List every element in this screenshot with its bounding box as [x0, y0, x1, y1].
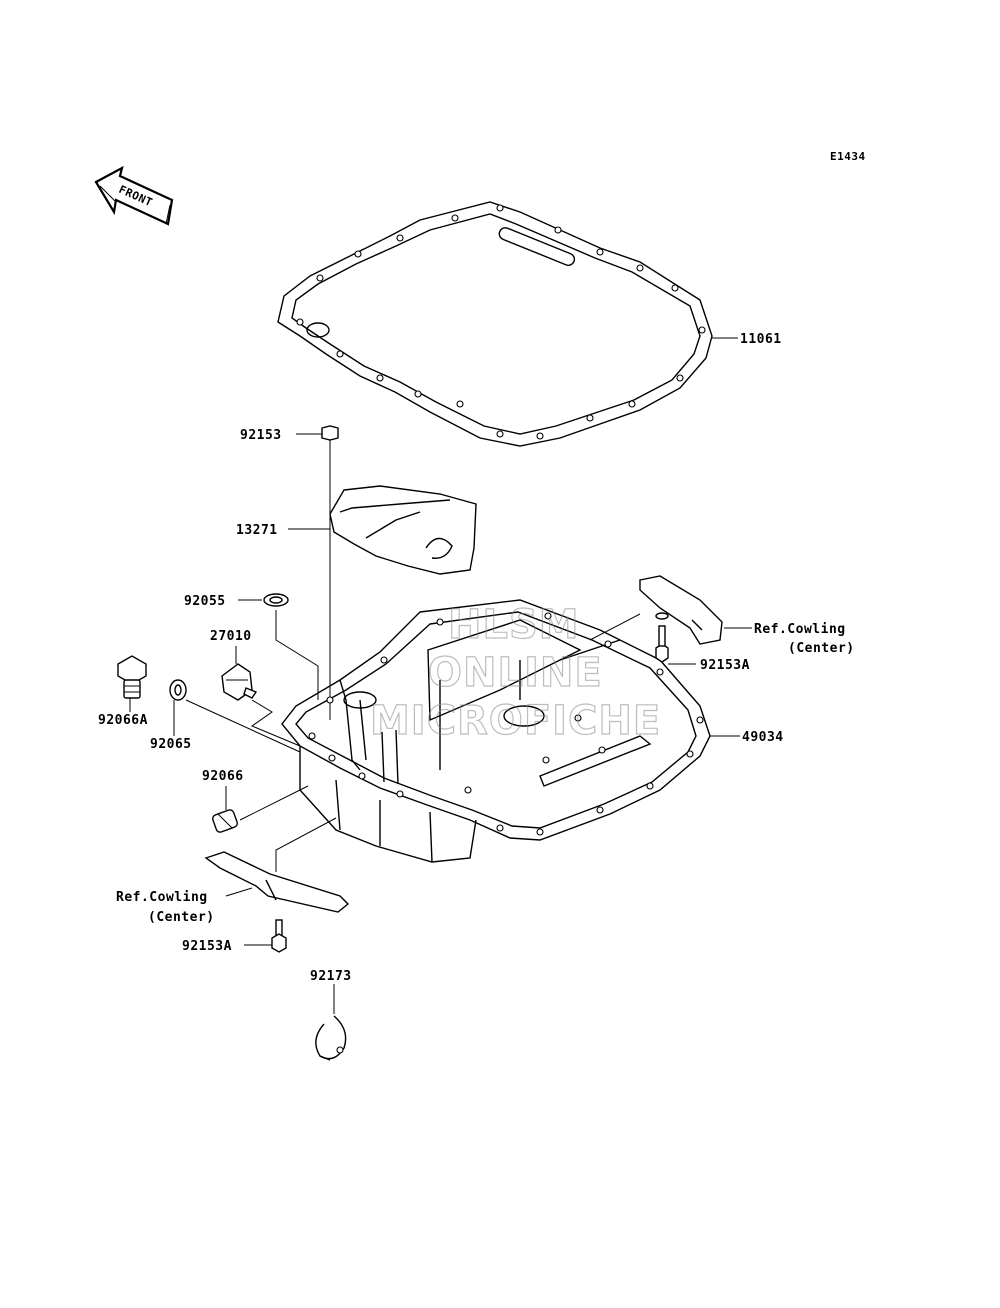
callout-13271: 13271	[236, 523, 278, 538]
callout-11061: 11061	[740, 332, 782, 347]
callout-92173: 92173	[310, 969, 352, 984]
plug-92066	[212, 809, 238, 833]
front-arrow-label: FRONT	[117, 183, 155, 209]
drain-plug-92066A	[117, 655, 147, 699]
callout-92153A-right: 92153A	[700, 658, 750, 673]
cowling-bracket-left	[204, 851, 350, 913]
svg-text:MICROFICHE: MICROFICHE	[370, 698, 661, 744]
bolt-92153	[321, 425, 339, 446]
diagram-code: E1434	[830, 150, 866, 163]
ref-cowling-left-line2: (Center)	[148, 910, 215, 925]
oil-pan	[281, 599, 711, 863]
front-arrow-icon: FRONT	[94, 165, 174, 226]
washer-92065	[169, 679, 187, 701]
svg-text:ONLINE: ONLINE	[428, 650, 603, 696]
o-ring-92055	[263, 593, 289, 607]
oil-pan-gasket	[277, 201, 713, 447]
oil-pressure-switch	[221, 663, 258, 701]
callout-27010: 27010	[210, 629, 252, 644]
callout-92066A: 92066A	[98, 713, 148, 728]
bolt-92153A-left	[271, 919, 287, 953]
ref-cowling-left-line1: Ref.Cowling	[116, 890, 208, 905]
callout-49034: 49034	[742, 730, 784, 745]
baffle-plate	[329, 485, 477, 575]
bolt-92153A-right	[655, 612, 669, 663]
clamp-92173	[315, 1015, 347, 1061]
callout-92153: 92153	[240, 428, 282, 443]
callout-92066: 92066	[202, 769, 244, 784]
callout-92055: 92055	[184, 594, 226, 609]
ref-cowling-right-line2: (Center)	[788, 641, 855, 656]
watermark: HLSM ONLINE MICROFICHE	[369, 601, 661, 744]
svg-text:HLSM: HLSM	[448, 602, 580, 648]
ref-cowling-right-line1: Ref.Cowling	[754, 622, 846, 637]
callout-92065: 92065	[150, 737, 192, 752]
cowling-bracket-right	[639, 575, 723, 645]
callout-92153A-left: 92153A	[182, 939, 232, 954]
